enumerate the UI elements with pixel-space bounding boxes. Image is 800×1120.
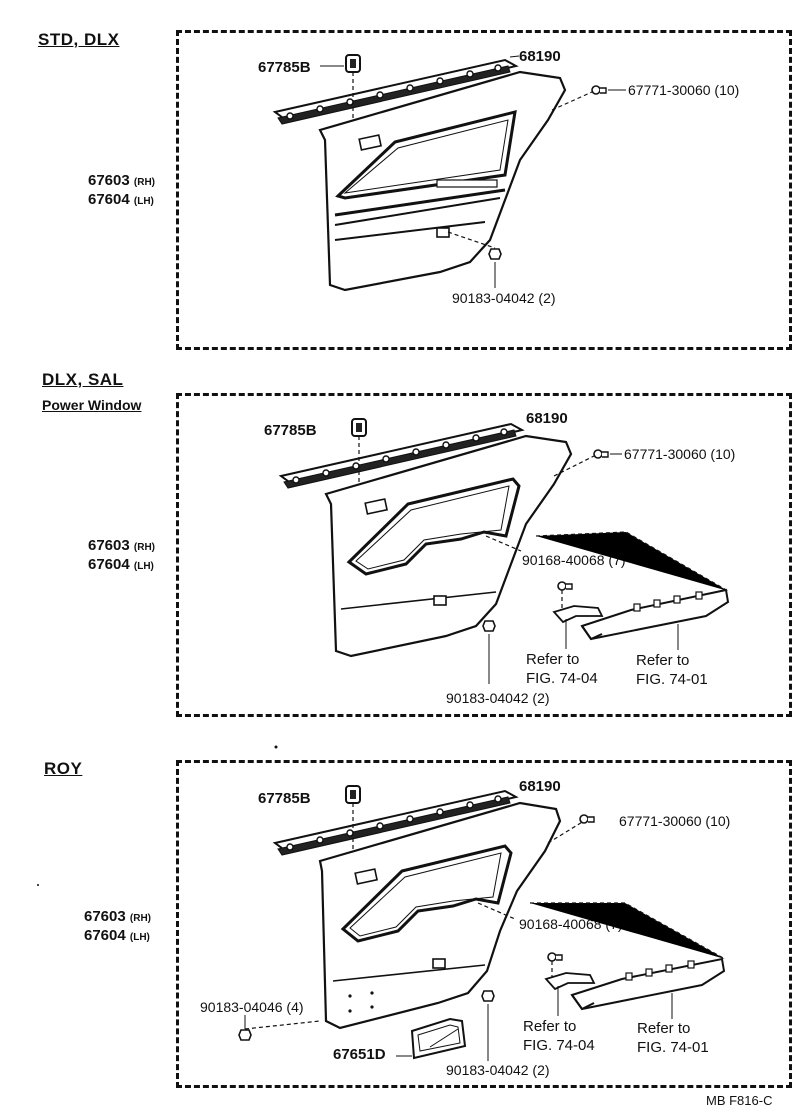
label-nut: 90183-04042 (2) [446, 1062, 550, 1078]
label-board-lh: 67604 [88, 556, 130, 573]
section-box-std-dlx [176, 30, 792, 350]
label-weatherstrip: 68190 [526, 410, 568, 427]
door-panel-roy [238, 785, 726, 1061]
label-board-lh: 67604 [84, 927, 126, 944]
refer-line2: FIG. 74-04 [526, 670, 598, 687]
label-screw: 90168-40068 (7) [522, 552, 626, 568]
refer-line1: Refer to [637, 1020, 691, 1037]
refer-line2: FIG. 74-01 [636, 671, 708, 688]
refer-line1: Refer to [523, 1018, 577, 1035]
label-weatherstrip: 68190 [519, 48, 561, 65]
refer-line2: FIG. 74-01 [637, 1039, 709, 1056]
section-title-std-dlx: STD, DLX [38, 30, 120, 49]
label-rh: (RH) [129, 913, 151, 924]
label-nut: 90183-04042 (2) [446, 690, 550, 706]
refer-fig-74-04: Refer to FIG. 74-04 [523, 1017, 595, 1055]
label-rh: (RH) [133, 542, 155, 553]
section-title-roy: ROY [44, 759, 83, 778]
label-lh: (LH) [129, 932, 150, 943]
label-molding-clip: 67785B [258, 790, 311, 807]
label-board-lh: 67604 [88, 191, 130, 208]
label-board-rh: 67603 [88, 537, 130, 554]
label-board: 67603 (RH) 67604 (LH) [88, 537, 155, 575]
label-weatherstrip: 68190 [519, 778, 561, 795]
label-clip: 67771-30060 (10) [619, 813, 731, 829]
door-panel-std [274, 54, 626, 292]
label-board: 67603 (RH) 67604 (LH) [88, 172, 155, 210]
label-clip: 67771-30060 (10) [628, 82, 740, 98]
section-subtitle-power-window: Power Window [42, 397, 142, 413]
refer-line1: Refer to [636, 652, 690, 669]
refer-fig-74-01: Refer to FIG. 74-01 [636, 651, 708, 689]
refer-line1: Refer to [526, 651, 580, 668]
label-molding-clip: 67785B [264, 422, 317, 439]
label-lh: (LH) [133, 196, 154, 207]
label-nut: 90183-04042 (2) [452, 290, 556, 306]
section-title-dlx-sal: DLX, SAL [42, 370, 124, 389]
label-board-rh: 67603 [84, 908, 126, 925]
section-box-roy [176, 760, 792, 1088]
label-board-rh: 67603 [88, 172, 130, 189]
label-clip: 67771-30060 (10) [624, 446, 736, 462]
refer-fig-74-04: Refer to FIG. 74-04 [526, 650, 598, 688]
refer-line2: FIG. 74-04 [523, 1037, 595, 1054]
label-nut-left: 90183-04046 (4) [200, 999, 304, 1015]
door-panel-power-window [280, 418, 730, 684]
label-reflector: 67651D [333, 1046, 386, 1063]
section-box-dlx-sal [176, 393, 792, 717]
refer-fig-74-01: Refer to FIG. 74-01 [637, 1019, 709, 1057]
label-lh: (LH) [133, 561, 154, 572]
label-molding-clip: 67785B [258, 59, 311, 76]
label-board: 67603 (RH) 67604 (LH) [84, 908, 151, 946]
figure-code: MB F816-C [706, 1093, 773, 1108]
label-rh: (RH) [133, 177, 155, 188]
